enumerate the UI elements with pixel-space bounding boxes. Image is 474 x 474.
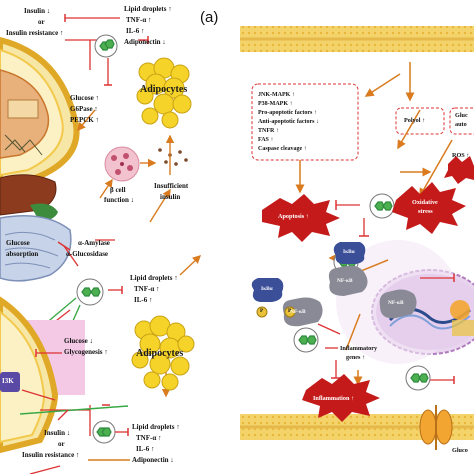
- adipocytes-top-cluster: [136, 57, 192, 129]
- glucose-absorption-line2: absorption: [6, 250, 39, 258]
- lipid-mid-line1: Lipid droplets ↑: [130, 274, 178, 282]
- lipid-top-line2: TNF-α ↑: [126, 16, 152, 24]
- inflammation-burst: [302, 374, 380, 422]
- polyol-label: Polyol ↑: [404, 117, 426, 124]
- liver-gut-organs: [0, 174, 72, 282]
- lipid-bottom-line2: TNF-α ↑: [136, 434, 162, 442]
- adipocytes-top-label: Adipocytes: [140, 84, 188, 95]
- nfkb-nucleus-label: NF-κB: [388, 300, 404, 306]
- nfkb-left-shape: [328, 265, 368, 296]
- lipid-bottom-line1: Lipid droplets ↑: [132, 423, 180, 431]
- lipid-top-line3: IL-6 ↑: [126, 27, 145, 35]
- inflammatory-genes-line2: genes ↑: [346, 354, 366, 361]
- bottom-membrane: [240, 405, 474, 450]
- mapk-item: Anti-apoptotic factors ↓: [258, 119, 319, 125]
- lipid-bottom-line4: Adiponectin ↓: [132, 456, 174, 464]
- adipocytes-bottom-label: Adipocytes: [136, 348, 184, 359]
- nfkb-mid-shape: [282, 297, 323, 327]
- phospho-label-1: P: [288, 308, 292, 314]
- inflammation-label: Inflammation ↑: [313, 395, 355, 402]
- insulin-bottom-line1: Insulin ↓: [44, 429, 71, 437]
- ikba-left-shape: [251, 278, 284, 302]
- muscle-glycogenesis: Glycogenesis ↑: [64, 348, 108, 356]
- liver-g6pase: G6Pase ↑: [70, 105, 98, 113]
- nfkb-mid-label: NF-κB: [290, 309, 306, 315]
- mapk-item: Caspase cleavage ↑: [258, 146, 307, 152]
- top-membrane: [240, 26, 474, 52]
- mapk-item: JNK-MAPK ↑: [258, 92, 295, 98]
- glucose-auto-line2: auto: [455, 121, 467, 128]
- mapk-box: [251, 83, 359, 161]
- inflammatory-genes-line1: Inflammatory: [340, 345, 378, 352]
- left-top-cell: [0, 36, 80, 189]
- ros-label: ROS ↑: [452, 152, 470, 159]
- ikba-top-label: IκBα: [343, 249, 355, 255]
- mapk-item: FAS ↑: [258, 137, 274, 143]
- glucose-absorption-line1: Glucose: [6, 239, 30, 247]
- adipocytes-bottom-cluster: [131, 315, 195, 391]
- oxidative-label: Oxidative: [412, 199, 438, 206]
- stress-label: stress: [418, 208, 433, 215]
- insulin-top-line3: Insulin resistance ↑: [6, 29, 64, 37]
- nfkb-nucleus-shape: [379, 289, 417, 319]
- ikba-top-shape: [333, 242, 366, 264]
- oxidative-stress-burst: [392, 182, 466, 234]
- lipid-top-line4: Adiponectin ↓: [124, 38, 166, 46]
- mapk-item: TNFR ↑: [258, 128, 279, 134]
- beta-cell-islet: [104, 146, 140, 182]
- apoptosis-label: Apoptosis ↑: [278, 213, 309, 220]
- insufficient-line2: insulin: [160, 193, 181, 201]
- insulin-top-line1: Insulin ↓: [24, 7, 51, 15]
- beta-cell-line2: function ↓: [104, 196, 135, 204]
- gluco-bottom-label: Gluco: [452, 447, 468, 454]
- mapk-item: Pro-apoptotic factors ↑: [258, 110, 317, 116]
- panel-label: (a): [200, 9, 219, 26]
- apoptosis-burst: [262, 194, 340, 242]
- glucosidase-label: α-Glucosidase: [66, 250, 109, 258]
- phospho-label-2: P: [260, 308, 264, 314]
- insulin-bottom-line3: Insulin resistance ↑: [22, 451, 80, 459]
- nfkb-top-label: NF-κB: [337, 278, 353, 284]
- lipid-bottom-line3: IL-6 ↑: [136, 445, 155, 453]
- insulin-top-line2: or: [38, 18, 45, 26]
- muscle-glucose: Glucose ↓: [64, 337, 93, 345]
- mapk-factor-list: JNK-MAPK ↑ P38-MAPK ↑ Pro-apoptotic fact…: [258, 91, 319, 154]
- lipid-top-line1: Lipid droplets ↑: [124, 5, 172, 13]
- beta-cell-line1: β cell: [110, 186, 126, 194]
- insufficient-line1: Insufficient: [154, 182, 189, 190]
- pi3k-label: I3K: [2, 377, 14, 385]
- amylase-label: α-Amylase: [78, 239, 110, 247]
- liver-pepck: PEPCK ↑: [70, 116, 99, 124]
- liver-glucose: Glucose ↑: [70, 94, 99, 102]
- lipid-mid-line2: TNF-α ↑: [134, 285, 160, 293]
- mapk-item: P38-MAPK ↑: [258, 101, 293, 107]
- ikba-left-label: IκBα: [261, 286, 273, 292]
- insulin-bottom-line2: or: [58, 440, 65, 448]
- lipid-mid-line3: IL-6 ↑: [134, 296, 153, 304]
- left-bottom-cell: [0, 296, 85, 454]
- glucose-auto-line1: Gluc: [455, 112, 468, 119]
